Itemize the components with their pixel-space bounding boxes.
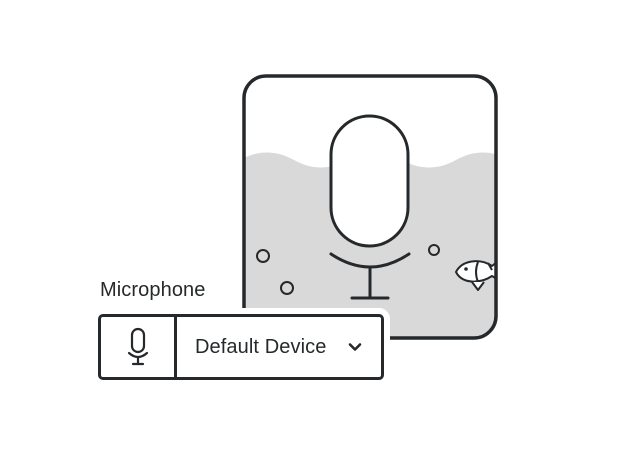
microphone-select[interactable]: Default Device [98,314,384,380]
fish-icon [455,257,496,291]
device-dropdown[interactable]: Default Device [177,317,381,377]
bubble [280,281,294,295]
bubble [428,244,440,256]
selected-device: Default Device [195,335,327,358]
water [244,152,496,338]
microphone-label: Microphone [100,279,206,301]
bubble [256,249,270,263]
chevron-down-icon[interactable] [347,339,363,355]
microphone-icon-cell [101,317,177,377]
microphone-icon [127,327,148,366]
mic-capsule [329,114,410,248]
